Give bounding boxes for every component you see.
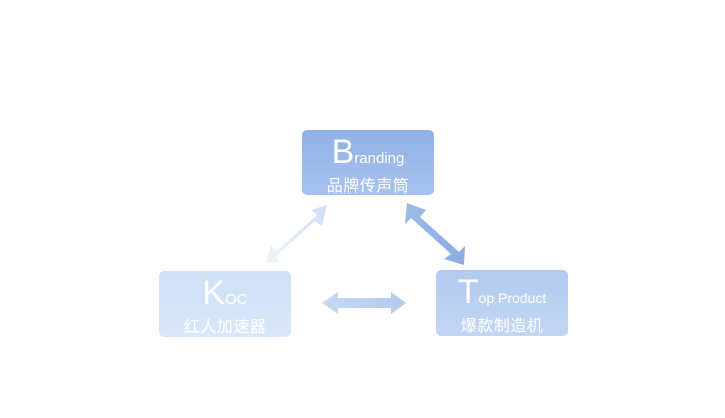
arrow-koc-product (322, 292, 406, 314)
node-branding: Branding 品牌传声筒 (302, 130, 434, 195)
node-koc: KOC 红人加速器 (159, 271, 291, 337)
node-top-product-rest: op Product (478, 290, 547, 306)
node-top-product-subtitle: 爆款制造机 (460, 316, 544, 335)
node-koc-rest: OC (225, 291, 248, 308)
arrow-koc-branding (266, 205, 327, 262)
node-branding-rest: randing (354, 150, 405, 167)
node-top-product-title: Top Product (436, 275, 568, 309)
node-koc-subtitle: 红人加速器 (183, 317, 267, 336)
node-top-product: Top Product 爆款制造机 (436, 270, 568, 336)
node-branding-title: Branding (302, 135, 434, 169)
node-branding-subtitle: 品牌传声筒 (326, 176, 410, 195)
node-koc-title: KOC (159, 276, 291, 310)
arrow-branding-product (405, 203, 465, 265)
node-top-product-initial: T (457, 273, 479, 311)
node-koc-initial: K (202, 274, 226, 312)
node-branding-initial: B (331, 133, 355, 171)
